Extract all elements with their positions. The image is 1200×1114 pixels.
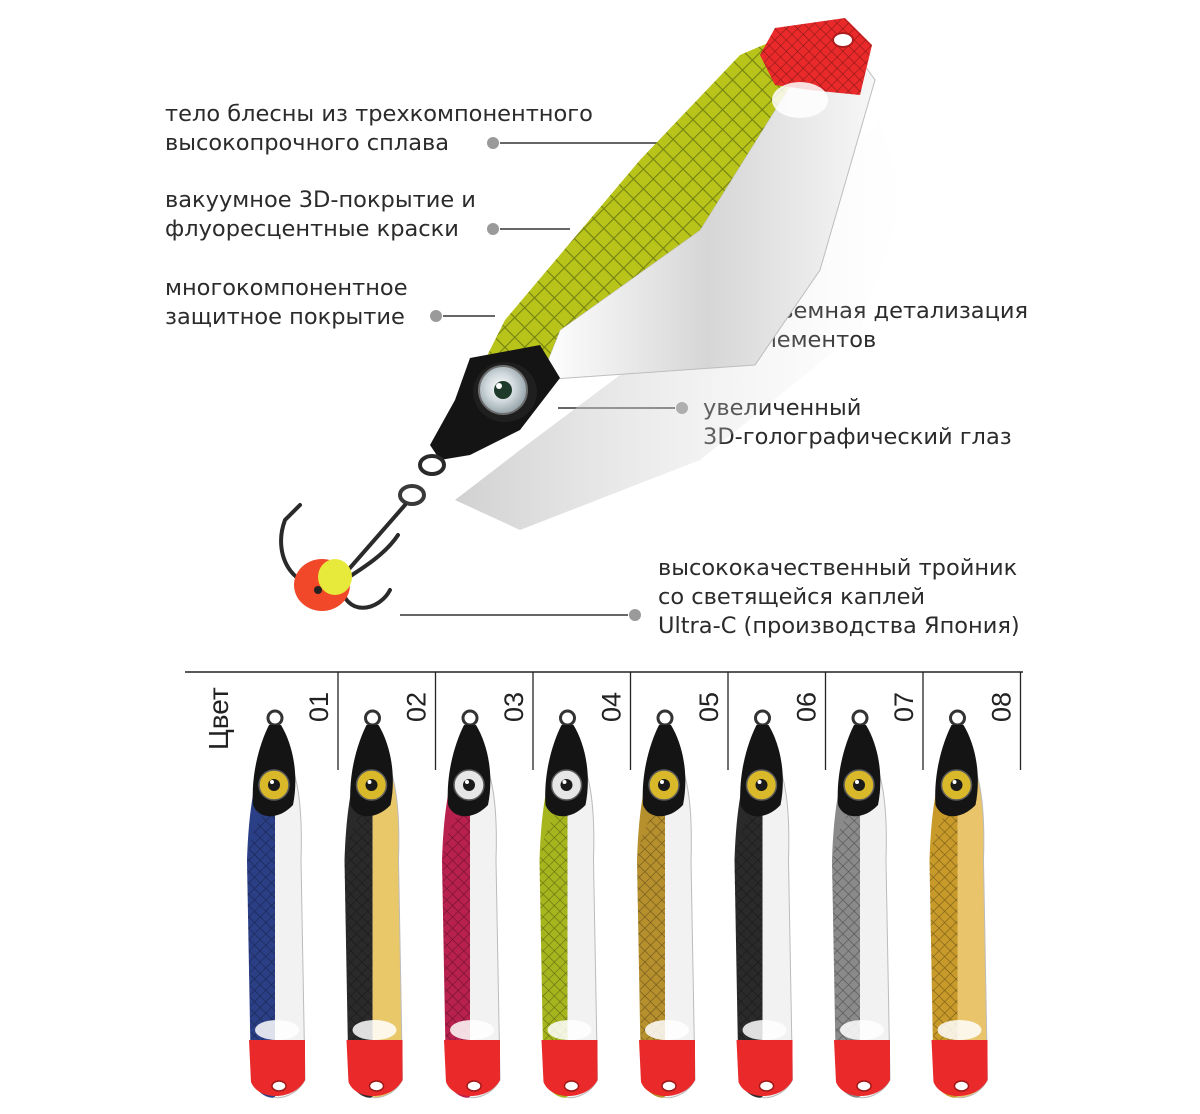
color-variant-lure — [929, 709, 989, 1099]
lure-ring-icon — [851, 709, 869, 727]
color-variant-lure — [344, 709, 404, 1099]
callout-line: вакуумное 3D-покрытие и — [165, 187, 476, 213]
lure-scales — [442, 800, 470, 1040]
tail-hole — [271, 1080, 287, 1092]
lure-red-tail — [249, 1040, 305, 1097]
tail-hole — [368, 1080, 385, 1092]
color-variant-lure — [832, 709, 891, 1099]
tail-ring-hole — [832, 32, 854, 48]
split-ring-icon — [418, 454, 446, 476]
lure-scales — [637, 800, 665, 1040]
callout-treble-hook: высококачественный тройник со светящейся… — [658, 554, 1020, 641]
lure-red-tail — [834, 1040, 890, 1097]
tail-hole — [661, 1080, 677, 1092]
lure-scales — [344, 800, 373, 1040]
tail-hole — [953, 1080, 970, 1092]
lure-red-tail — [736, 1040, 793, 1097]
lure-ring-icon — [949, 709, 966, 727]
color-variant-lure — [734, 709, 794, 1099]
color-code-label: 01 — [304, 692, 334, 722]
color-code-label: 08 — [987, 692, 1017, 722]
callout-body-alloy: тело блесны из трехкомпонентного высокоп… — [165, 100, 593, 158]
lure-scales — [539, 800, 568, 1040]
lure-ring-icon — [754, 709, 771, 727]
callout-line: защитное покрытие — [165, 304, 405, 330]
color-variant-lure — [637, 709, 696, 1099]
callout-line: тело блесны из трехкомпонентного — [165, 101, 593, 127]
lure-scales — [929, 800, 958, 1040]
tail-hole — [758, 1080, 775, 1092]
callout-line: 3D-голографический глаз — [703, 424, 1012, 450]
lure-scales — [247, 800, 275, 1040]
callout-line: Ultra-C (производства Япония) — [658, 613, 1020, 639]
lure-ring-icon — [461, 709, 479, 727]
color-code-label: 06 — [792, 692, 822, 722]
glow-bead-icon — [294, 559, 352, 611]
tail-hole — [563, 1080, 580, 1092]
color-variant-lure — [442, 709, 501, 1099]
color-code-label: 05 — [694, 692, 724, 722]
color-variant-lure — [539, 709, 599, 1099]
lure-red-tail — [931, 1040, 988, 1097]
lure-red-tail — [444, 1040, 500, 1097]
color-variant-lure — [247, 709, 306, 1099]
color-code-label: 03 — [499, 692, 529, 722]
lure-red-tail — [541, 1040, 598, 1097]
tail-hole — [466, 1080, 482, 1092]
color-table: Цвет 01 02 03 04 05 06 07 08 — [185, 671, 1023, 1099]
lure-ring-icon — [559, 709, 576, 727]
callout-line: флуоресцентные краски — [165, 216, 459, 242]
callout-line: со светящейся каплей — [658, 584, 926, 610]
callout-vacuum-coating: вакуумное 3D-покрытие и флуоресцентные к… — [165, 186, 476, 244]
lure-ring-icon — [364, 709, 381, 727]
lure-ring-icon — [656, 709, 674, 727]
lure-scales — [734, 800, 763, 1040]
color-code-label: 02 — [402, 692, 432, 722]
lure-red-tail — [346, 1040, 403, 1097]
lure-scales — [832, 800, 860, 1040]
lure-red-tail — [639, 1040, 695, 1097]
callout-line: высокопрочного сплава — [165, 130, 450, 156]
callout-protective-coating: многокомпонентное защитное покрытие — [165, 274, 408, 332]
lure-ring-icon — [266, 709, 284, 727]
color-code-label: 04 — [597, 692, 627, 722]
color-code-label: 07 — [889, 692, 919, 722]
color-header-label: Цвет — [203, 687, 234, 750]
tail-hole — [856, 1080, 872, 1092]
main-lure — [279, 18, 905, 611]
callout-line: многокомпонентное — [165, 275, 408, 301]
callout-line: высококачественный тройник — [658, 555, 1018, 581]
